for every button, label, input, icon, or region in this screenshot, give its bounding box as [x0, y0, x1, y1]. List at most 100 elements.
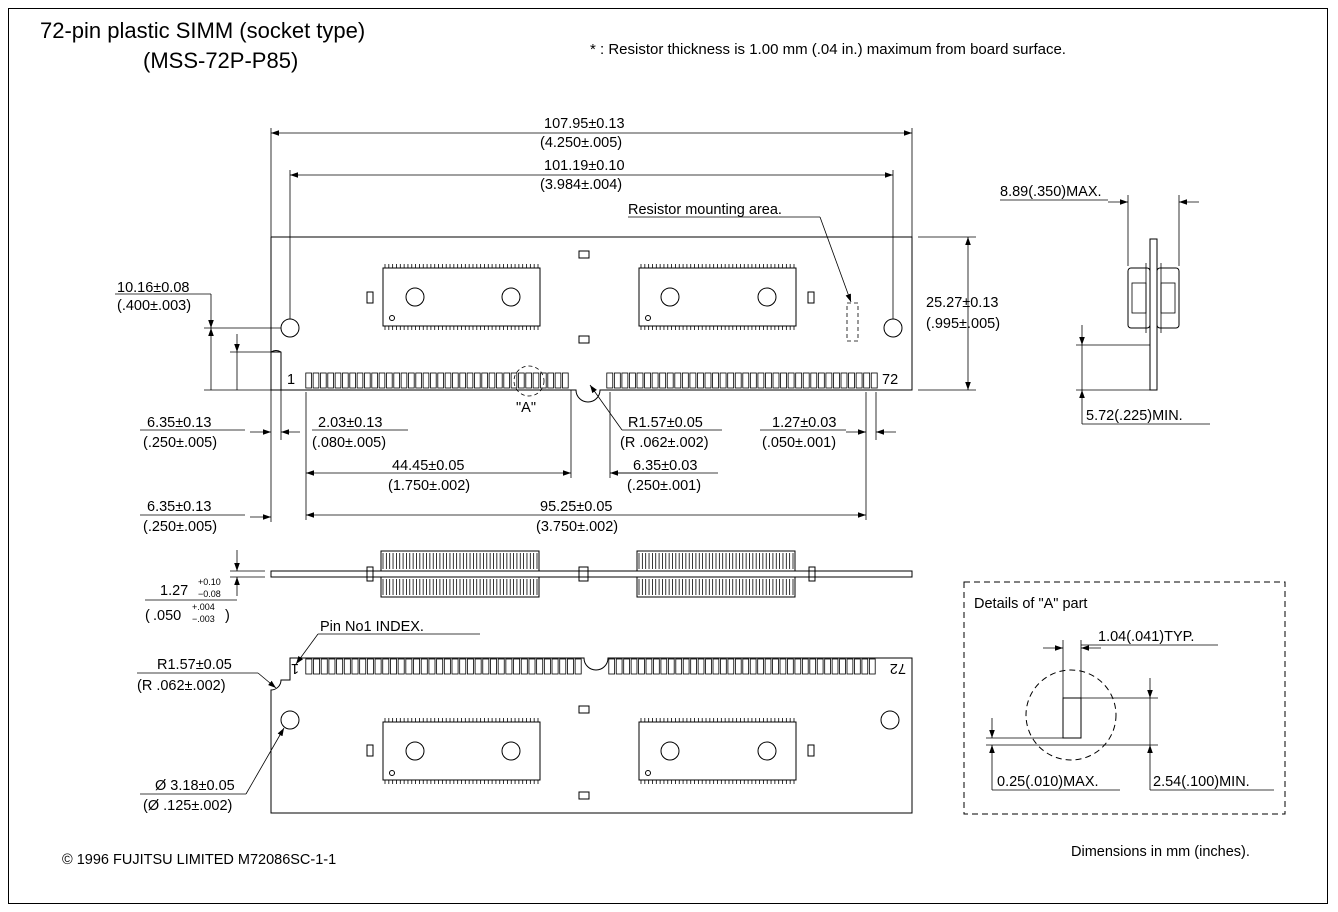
contact-pin: [734, 658, 742, 675]
contact-pin: [420, 658, 428, 675]
back-pin-72-label: 72: [890, 660, 906, 676]
mounting-hole-right: [883, 318, 903, 338]
contact-pin: [328, 658, 336, 675]
contact-pin: [801, 658, 809, 675]
contact-pin: [505, 658, 513, 675]
notch-dimensions: 44.45±0.05 (1.750±.002) 6.35±0.03 (.250±…: [140, 384, 896, 535]
contact-pin: [719, 372, 727, 389]
back-contacts-left: [305, 658, 582, 675]
contact-pin: [374, 658, 382, 675]
dim-thickness-in-tol-dn: −.003: [192, 614, 215, 624]
contact-pin: [816, 658, 824, 675]
contact-pin: [764, 658, 772, 675]
contact-pin: [861, 658, 869, 675]
contact-pin: [378, 372, 386, 389]
contact-pin: [408, 372, 415, 389]
contact-pin: [334, 372, 342, 389]
contact-pin: [513, 658, 521, 675]
contact-pin: [833, 372, 840, 389]
contact-pin: [810, 372, 818, 389]
contact-pin: [667, 658, 675, 675]
chip-leads: [384, 264, 795, 784]
contact-pin: [682, 658, 690, 675]
contact-pin: [443, 658, 451, 675]
resistor-note: * : Resistor thickness is 1.00 mm (.04 i…: [590, 41, 1066, 58]
resistor-area: [846, 302, 859, 342]
detail-a-pin: [1062, 697, 1082, 739]
dim-overall-length-mm: 107.95±0.13: [544, 116, 625, 132]
contact-pin: [855, 372, 863, 389]
contact-pin: [459, 372, 466, 389]
back-view: 1 72 Pin No1 INDEX. R1.57±0.05 (R .062±.…: [137, 619, 913, 814]
contact-pin: [645, 658, 653, 675]
contact-pin: [532, 372, 540, 389]
edge-board: [270, 570, 913, 578]
contact-pin: [528, 658, 536, 675]
dim-hole-span-in: (3.984±.004): [540, 177, 622, 193]
contact-pin: [312, 372, 320, 389]
dim-thickness-mm: 1.27: [160, 583, 188, 599]
contact-pin: [422, 372, 430, 389]
contact-pin: [630, 658, 638, 675]
contact-pin: [794, 658, 802, 675]
edge-view-leads: [382, 553, 794, 595]
contact-pin: [608, 658, 616, 675]
contact-pin: [428, 658, 436, 675]
back-board-outline: [270, 657, 913, 814]
contact-pin: [510, 372, 518, 389]
dim-notch-width-mm: 6.35±0.03: [633, 458, 697, 474]
contact-pin: [343, 658, 351, 675]
back-pin-1-label: 1: [291, 660, 299, 676]
contact-pin: [547, 372, 554, 389]
edge-view: 1.27 +0.10 −0.08 ( .050 +.004 −.003 ): [145, 550, 913, 624]
contact-pin: [305, 658, 313, 675]
mounting-hole-left: [280, 318, 300, 338]
detail-a-box: Details of "A" part 1.04(.041)TYP. 2.54(…: [963, 581, 1286, 815]
contact-pin: [697, 372, 704, 389]
contact-pin: [824, 658, 831, 675]
dim-pitch-a-in: (.080±.005): [312, 435, 386, 451]
contact-pin: [817, 372, 825, 389]
resistor-area-label: Resistor mounting area.: [628, 202, 782, 218]
contact-pin: [863, 372, 871, 389]
contact-pin: [848, 372, 855, 389]
contact-pin: [870, 372, 878, 389]
left-dimensions: 10.16±0.08 (.400±.003) 6.35±0.13 (.250±.…: [115, 280, 408, 520]
dim-half-in: (1.750±.002): [388, 478, 470, 494]
contact-pin: [366, 658, 374, 675]
contact-pin: [651, 372, 659, 389]
dim-height-in: (.995±.005): [926, 316, 1000, 332]
contact-pin: [727, 372, 735, 389]
contact-pin: [451, 658, 459, 675]
side-board: [1149, 238, 1158, 391]
contact-pin: [503, 372, 510, 389]
contact-pin: [342, 372, 349, 389]
contact-pin: [638, 658, 645, 675]
dim-hole-diameter-in: (Ø .125±.002): [143, 798, 232, 814]
contact-pin: [854, 658, 861, 675]
dim-edge-b-mm: 6.35±0.13: [147, 499, 211, 515]
contact-pin: [742, 658, 750, 675]
contact-pin: [674, 372, 682, 389]
contact-pin: [787, 658, 794, 675]
top-dimensions: 107.95±0.13 (4.250±.005) 101.19±0.10 (3.…: [270, 116, 913, 319]
dim-notch-radius-mm: R1.57±0.05: [628, 415, 703, 431]
contact-pin: [615, 658, 623, 675]
height-dimension: 25.27±0.13 (.995±.005): [918, 236, 1000, 391]
contact-pin: [430, 372, 437, 389]
contact-pin: [540, 372, 547, 389]
thickness-in-open-paren: (: [145, 608, 150, 624]
contact-pin: [554, 372, 562, 389]
contact-pin: [809, 658, 817, 675]
contact-pin: [802, 372, 810, 389]
contact-pin: [825, 372, 833, 389]
dim-detail-typ: 1.04(.041)TYP.: [1098, 629, 1194, 645]
contact-pin: [481, 372, 488, 389]
dim-thickness-mm-tol-up: +0.10: [198, 577, 221, 587]
thickness-in-close-paren: ): [225, 608, 230, 624]
contact-pin: [351, 658, 359, 675]
contact-pin: [536, 658, 544, 675]
contact-pin: [868, 658, 876, 675]
contact-pin: [675, 658, 683, 675]
title-line-2: (MSS-72P-P85): [143, 48, 298, 73]
